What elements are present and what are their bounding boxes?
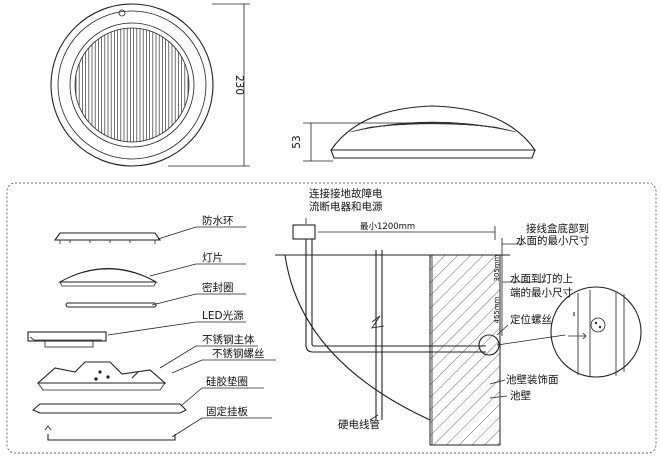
lens-grill — [75, 28, 189, 142]
water-label-2: 端的最小尺寸 — [510, 286, 573, 299]
part-label: 不锈钢主体 — [202, 333, 255, 346]
height-dimension: 53 — [291, 122, 432, 162]
part-label: 硅胶垫圈 — [206, 375, 248, 388]
part-seal-ring — [65, 302, 157, 308]
part-leaders — [107, 226, 276, 438]
pool-wall — [429, 254, 501, 446]
part-label: 不锈钢螺丝 — [212, 347, 265, 360]
part-label: 固定挂板 — [206, 405, 248, 418]
junction-label-2: 水面的最小尺寸 — [516, 234, 590, 247]
water-label-1: 水面到灯的上 — [510, 272, 573, 285]
distance-value: 最小1200mm — [360, 221, 415, 232]
part-lens — [57, 268, 159, 287]
height-value: 53 — [291, 135, 303, 148]
part-label: 灯片 — [202, 251, 223, 264]
part-silicone-gasket — [31, 403, 187, 414]
mounting-hole — [118, 9, 126, 17]
exploded-parts — [27, 232, 187, 441]
pool-trim-label: 池壁装饰面 — [506, 373, 559, 386]
diameter-dimension: 230 — [168, 3, 250, 167]
part-stainless-body — [36, 361, 167, 391]
part-led-source — [27, 331, 107, 348]
ground-curve — [284, 254, 431, 421]
gfci-label-1: 连接接地故障电 — [309, 187, 383, 200]
lamp-side-view — [329, 105, 537, 159]
part-label: LED光源 — [202, 309, 244, 322]
pool-wall-label: 池壁 — [510, 389, 531, 402]
dim-455: 455mm — [493, 296, 501, 323]
junction-label-1: 接线盒底部到 — [526, 222, 589, 235]
part-mounting-plate — [44, 425, 176, 441]
installation-section: 最小1200mm 连接接地故障电 流断电器和电源 305mm 455mm 接线盒… — [275, 187, 590, 446]
conduit — [305, 239, 486, 353]
screw-detail — [590, 317, 606, 333]
part-label: 密封圈 — [202, 281, 234, 294]
side-ribs — [349, 121, 517, 133]
detail-magnifier — [496, 286, 642, 378]
detail-frame — [6, 182, 657, 454]
dim-305: 305mm — [493, 254, 501, 281]
side-rib — [369, 123, 497, 128]
lamp-front-view — [50, 3, 214, 167]
diameter-value: 230 — [233, 75, 245, 95]
gfci-label-2: 流断电器和电源 — [309, 200, 383, 213]
positioning-screw-label: 定位螺丝 — [510, 313, 552, 326]
conduit-label: 硬电线管 — [338, 418, 380, 431]
part-label: 防水环 — [202, 214, 234, 227]
part-waterproof-ring — [53, 232, 162, 244]
junction-box — [292, 224, 316, 240]
part-labels: 防水环 灯片 密封圈 LED光源 不锈钢主体 不锈钢螺丝 硅胶垫圈 固定挂板 — [202, 214, 265, 418]
